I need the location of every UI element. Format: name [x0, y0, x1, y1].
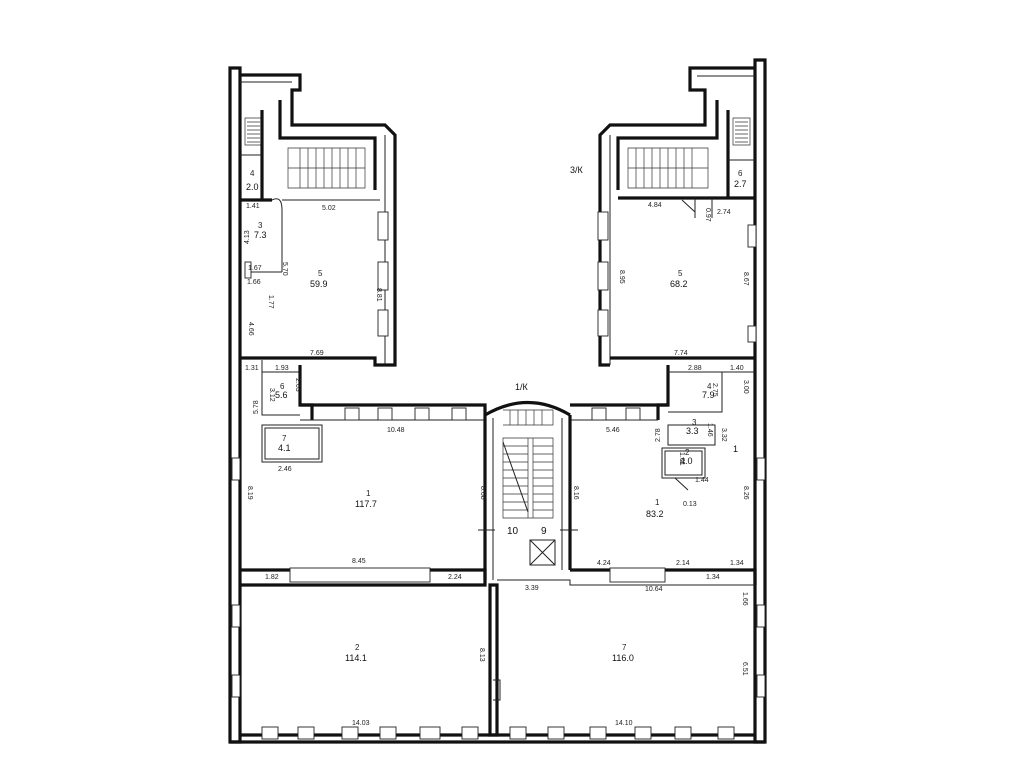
dimension-label: 1.77	[267, 295, 274, 309]
room-labels: 4 2.0 3 7.3 5 59.9 6 5.6 7 4.1 1 117.7 2…	[246, 169, 747, 663]
room-no-left-wc2: 7	[282, 434, 287, 443]
dimension-label: 5.78	[253, 400, 260, 414]
dimension-label: 1.66	[247, 279, 261, 286]
dimension-label: 1.46	[706, 423, 713, 437]
dimension-label: 8.81	[375, 288, 382, 302]
dimension-labels: 1.41 5.02 4.13 5.70 1.67 1.66 1.77 8.81 …	[244, 202, 749, 727]
room-area-right-hall: 68.2	[670, 279, 688, 289]
dimension-label: 2.78	[655, 428, 662, 442]
dimension-label: 1.93	[275, 365, 289, 372]
block-label-3k: 3/К	[570, 165, 584, 175]
block-label-1k: 1/К	[515, 382, 529, 392]
room-area-right-closet: 2.7	[734, 179, 747, 189]
axis-label-10: 10	[507, 526, 519, 537]
room-area-bottom-left: 114.1	[345, 653, 367, 663]
room-no-right-closet: 6	[738, 169, 743, 178]
dimension-label: 2.88	[688, 365, 702, 372]
room-area-right-wc: 7.9	[702, 390, 715, 400]
dimension-label: 2.63	[294, 378, 301, 392]
dimension-label: 10.48	[387, 427, 405, 434]
dimension-label: 7.74	[674, 350, 688, 357]
room-no-bottom-left: 2	[355, 643, 360, 652]
room-no-left-wc: 6	[280, 382, 285, 391]
dimension-label: 5.46	[606, 427, 620, 434]
dimension-label: 8.16	[572, 486, 579, 500]
dimension-label: 5.02	[322, 205, 336, 212]
marker-label-1: 1	[733, 444, 738, 454]
dimension-label: 8.26	[742, 486, 749, 500]
dimension-label: 1.01	[678, 452, 685, 466]
room-area-left-corridor: 7.3	[254, 230, 267, 240]
outer-walls	[228, 58, 767, 744]
dimension-label: 3.39	[525, 585, 539, 592]
dimension-label: 4.13	[244, 230, 251, 244]
room-area-left-wc2: 4.1	[278, 443, 291, 453]
room-no-bottom-right: 7	[622, 643, 627, 652]
dimension-label: 1.67	[248, 265, 262, 272]
dimension-label: 8.08	[479, 486, 486, 500]
room-area-right-wc2: 3.3	[686, 426, 699, 436]
room-area-left-hall: 59.9	[310, 279, 328, 289]
dimension-label: 8.67	[742, 272, 749, 286]
left-hall-windows	[244, 211, 389, 337]
dimension-label: 1.44	[695, 477, 709, 484]
dimension-label: 1.66	[741, 592, 748, 606]
side-windows	[231, 457, 766, 698]
room-area-bottom-right: 116.0	[612, 653, 634, 663]
room-no-left-hall: 5	[318, 269, 323, 278]
block-labels: 1/К 3/К 10 9 1	[507, 165, 738, 537]
dimension-label: 8.45	[352, 558, 366, 565]
dimension-label: 3.00	[742, 380, 749, 394]
dimension-label: 0.97	[704, 208, 711, 222]
dimension-label: 2.74	[717, 209, 731, 216]
dimension-label: 8.13	[478, 648, 485, 662]
dimension-label: 8.95	[618, 270, 625, 284]
dimension-label: 1.34	[730, 560, 744, 567]
dimension-label: 4.66	[247, 322, 254, 336]
dimension-label: 1.31	[245, 365, 259, 372]
room-no-left-closet: 4	[250, 169, 255, 178]
dimension-label: 10.64	[645, 586, 663, 593]
right-hall-windows	[597, 211, 757, 343]
dimension-label: 3.32	[720, 428, 727, 442]
right-wing-walls	[598, 100, 755, 491]
dimension-label: 3.12	[268, 388, 275, 402]
bottom-windows	[261, 726, 735, 740]
dimension-label: 2.24	[448, 574, 462, 581]
room-area-left-wc: 5.6	[275, 390, 288, 400]
room-area-right-main: 83.2	[646, 509, 664, 519]
dimension-label: 0.13	[683, 501, 697, 508]
room-no-right-hall: 5	[678, 269, 683, 278]
dimension-label: 14.03	[352, 720, 370, 727]
dimension-label: 1.41	[246, 203, 260, 210]
room-no-left-corridor: 3	[258, 221, 263, 230]
room-no-right-main: 1	[655, 498, 660, 507]
room-no-right-wc: 4	[707, 382, 712, 391]
central-walls	[240, 400, 757, 737]
dimension-label: 2.75	[711, 383, 718, 397]
dimension-label: 6.51	[741, 662, 748, 676]
dimension-label: 14.10	[615, 720, 633, 727]
dimension-label: 2.14	[676, 560, 690, 567]
dimension-label: 1.34	[706, 574, 720, 581]
dimension-label: 1.82	[265, 574, 279, 581]
dimension-label: 8.19	[246, 486, 253, 500]
room-area-left-closet: 2.0	[246, 182, 259, 192]
room-no-left-main: 1	[366, 489, 371, 498]
dimension-label: 5.70	[281, 262, 288, 276]
left-wing-walls	[240, 100, 397, 463]
room-area-left-main: 117.7	[355, 499, 377, 509]
dimension-label: 1.40	[730, 365, 744, 372]
room-no-right-wc3: 2	[685, 448, 690, 457]
room-area-right-wc3: 4.0	[680, 456, 693, 466]
central-front-windows	[344, 407, 641, 421]
axis-label-9: 9	[541, 526, 547, 537]
dimension-label: 7.69	[310, 350, 324, 357]
dimension-label: 2.46	[278, 466, 292, 473]
room-no-right-wc2: 3	[692, 418, 697, 427]
dimension-label: 4.84	[648, 202, 662, 209]
dimension-label: 4.24	[597, 560, 611, 567]
